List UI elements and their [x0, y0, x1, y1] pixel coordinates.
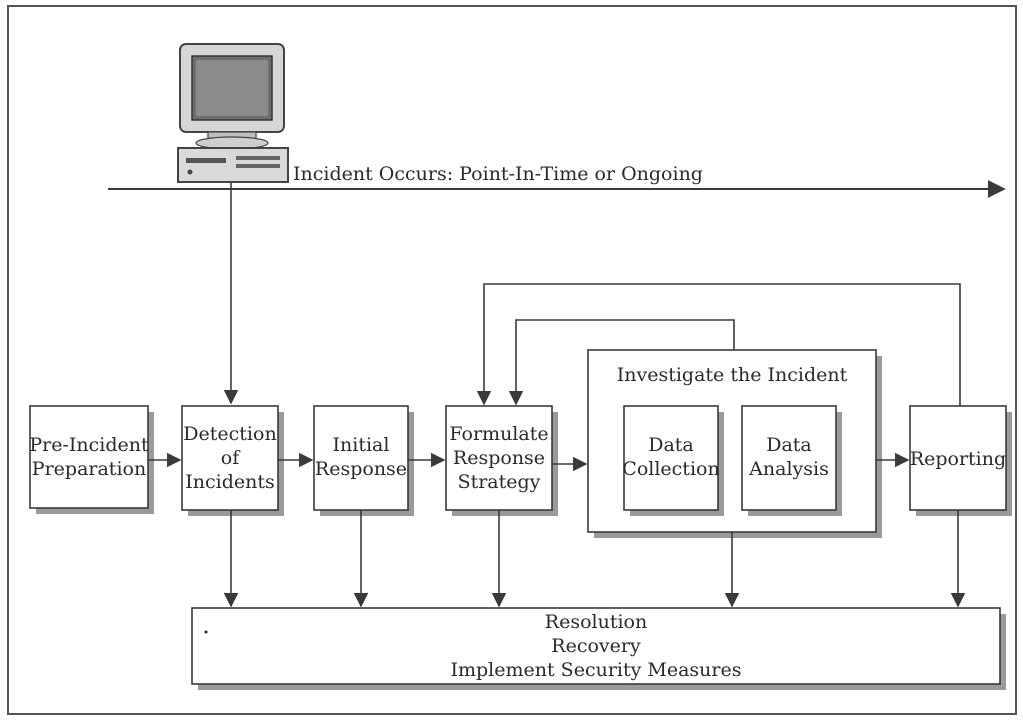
investigate-title: Investigate the Incident [617, 364, 848, 386]
data-collection-line-2: Collection [622, 458, 719, 480]
resolution-line-2: Recovery [551, 635, 641, 657]
pre-incident-line-2: Preparation [32, 458, 146, 480]
investigate-incident-box: Investigate the Incident Data Collection… [587, 349, 877, 533]
resolution-line-3: Implement Security Measures [451, 659, 742, 681]
data-collection-line-1: Data [648, 434, 694, 456]
formulate-line-2: Response [453, 447, 545, 469]
detection-line-2: of [221, 447, 241, 469]
detection-line-3: Incidents [185, 471, 275, 493]
feedback-investigate-to-formulate [508, 319, 735, 406]
initial-response-line-1: Initial [333, 434, 390, 456]
formulate-response-strategy-box: Formulate Response Strategy [445, 405, 553, 511]
initial-response-box: Initial Response [313, 405, 409, 511]
initial-response-line-2: Response [315, 458, 407, 480]
reporting-label: Reporting [910, 448, 1006, 470]
timeline-label: Incident Occurs: Point-In-Time or Ongoin… [293, 163, 703, 185]
data-collection-box [623, 405, 719, 511]
desktop-computer-icon [177, 43, 289, 183]
reporting-box: Reporting [909, 405, 1007, 511]
feedback-arrows [476, 283, 961, 406]
detection-of-incidents-box: Detection of Incidents [181, 405, 279, 511]
resolution-line-1: Resolution [545, 611, 647, 633]
pre-incident-line-1: Pre-Incident [29, 434, 149, 456]
flow-arrows [148, 452, 910, 472]
formulate-line-3: Strategy [458, 471, 541, 493]
feedback-reporting-to-formulate [476, 283, 961, 406]
resolution-box: Resolution Recovery Implement Security M… [191, 607, 1001, 685]
detection-line-1: Detection [183, 423, 276, 445]
formulate-line-1: Formulate [449, 423, 548, 445]
data-analysis-line-2: Analysis [748, 458, 829, 480]
data-analysis-box [741, 405, 837, 511]
down-arrows [223, 510, 966, 608]
pre-incident-preparation-box: Pre-Incident Preparation [29, 405, 149, 509]
data-analysis-line-1: Data [766, 434, 812, 456]
